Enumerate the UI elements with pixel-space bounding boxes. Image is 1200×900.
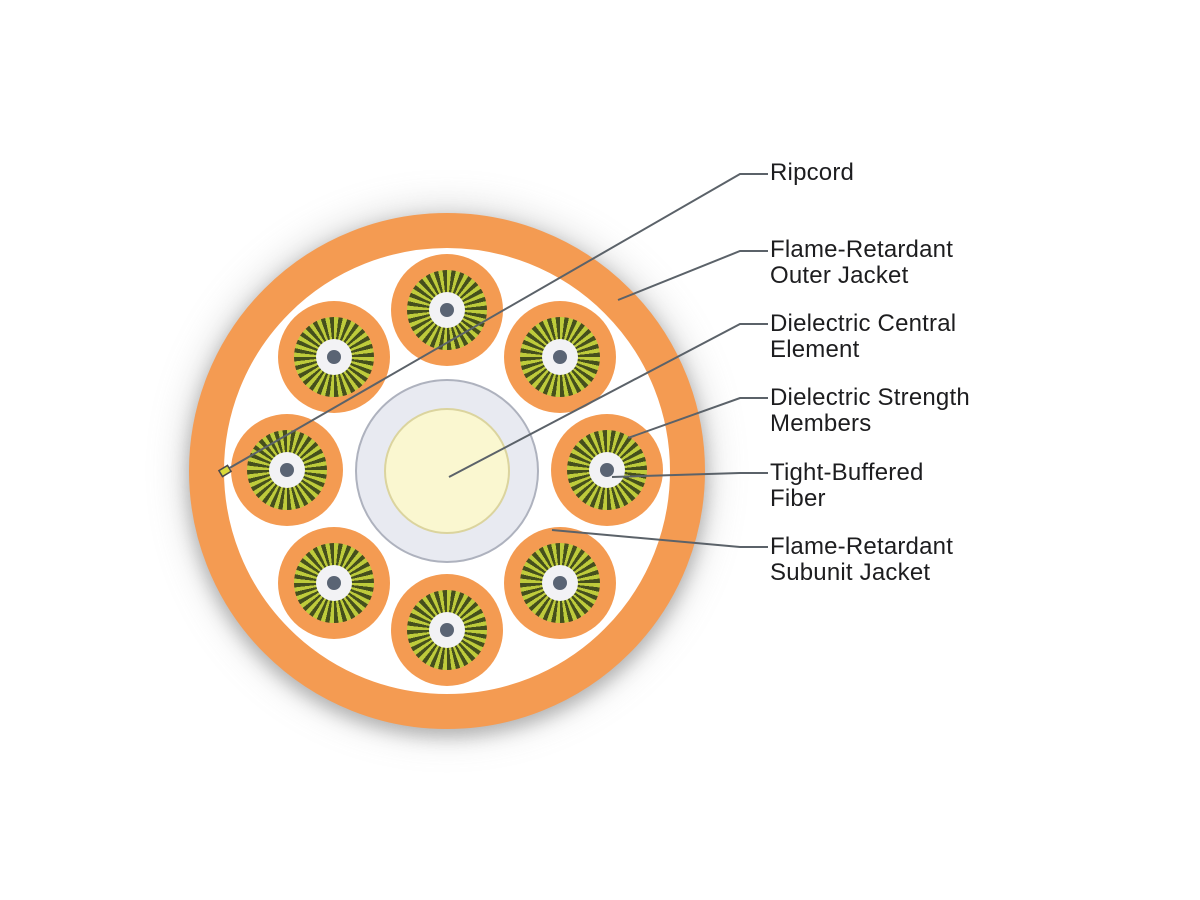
fiber-subunit: [504, 527, 616, 639]
label-line: Subunit Jacket: [770, 559, 931, 586]
fiber-core: [327, 576, 341, 590]
fiber-subunit: [278, 301, 390, 413]
label-line: Fiber: [770, 485, 826, 512]
fiber-subunit: [391, 574, 503, 686]
label-line: Tight-Buffered: [770, 459, 924, 486]
leader-line-outer-jacket: [617, 250, 768, 301]
label-line: Dielectric Central: [770, 310, 957, 337]
dielectric-central-element: [384, 408, 510, 534]
fiber-subunit: [278, 527, 390, 639]
label-flame-retardant-outer-jacket: Flame-Retardant Outer Jacket: [770, 237, 953, 289]
fiber-core: [553, 576, 567, 590]
fiber-subunit: [551, 414, 663, 526]
fiber-core: [440, 623, 454, 637]
label-tight-buffered-fiber: Tight-Buffered Fiber: [770, 460, 924, 512]
fiber-subunit: [391, 254, 503, 366]
label-line: Flame-Retardant: [770, 236, 954, 263]
label-line: Element: [770, 336, 860, 363]
fiber-core: [600, 463, 614, 477]
fiber-subunit: [504, 301, 616, 413]
label-line: Members: [770, 410, 872, 437]
fiber-core: [280, 463, 294, 477]
fiber-core: [327, 350, 341, 364]
label-dielectric-strength-members: Dielectric Strength Members: [770, 385, 970, 437]
fiber-subunit: [231, 414, 343, 526]
label-line: Dielectric Strength: [770, 384, 970, 411]
label-flame-retardant-subunit-jacket: Flame-Retardant Subunit Jacket: [770, 534, 953, 586]
label-line: Ripcord: [770, 159, 855, 186]
label-ripcord: Ripcord: [770, 160, 854, 186]
fiber-core: [440, 303, 454, 317]
label-dielectric-central-element: Dielectric Central Element: [770, 311, 956, 363]
label-line: Flame-Retardant: [770, 533, 954, 560]
label-line: Outer Jacket: [770, 262, 909, 289]
fiber-core: [553, 350, 567, 364]
